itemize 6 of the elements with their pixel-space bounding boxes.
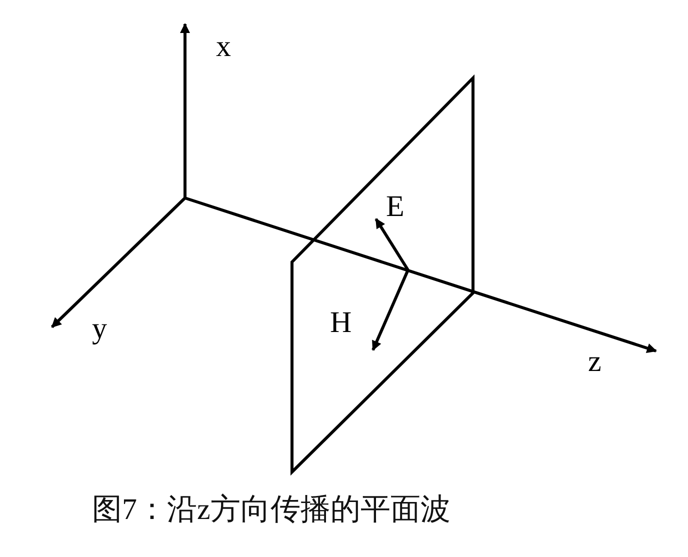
vector-label: E: [386, 190, 404, 224]
axis-label: x: [216, 30, 231, 64]
axis-label: z: [588, 345, 602, 379]
vector-label: H: [330, 306, 352, 340]
axis-label: y: [92, 312, 107, 346]
figure-caption: 图7：沿z方向传播的平面波: [92, 492, 450, 528]
